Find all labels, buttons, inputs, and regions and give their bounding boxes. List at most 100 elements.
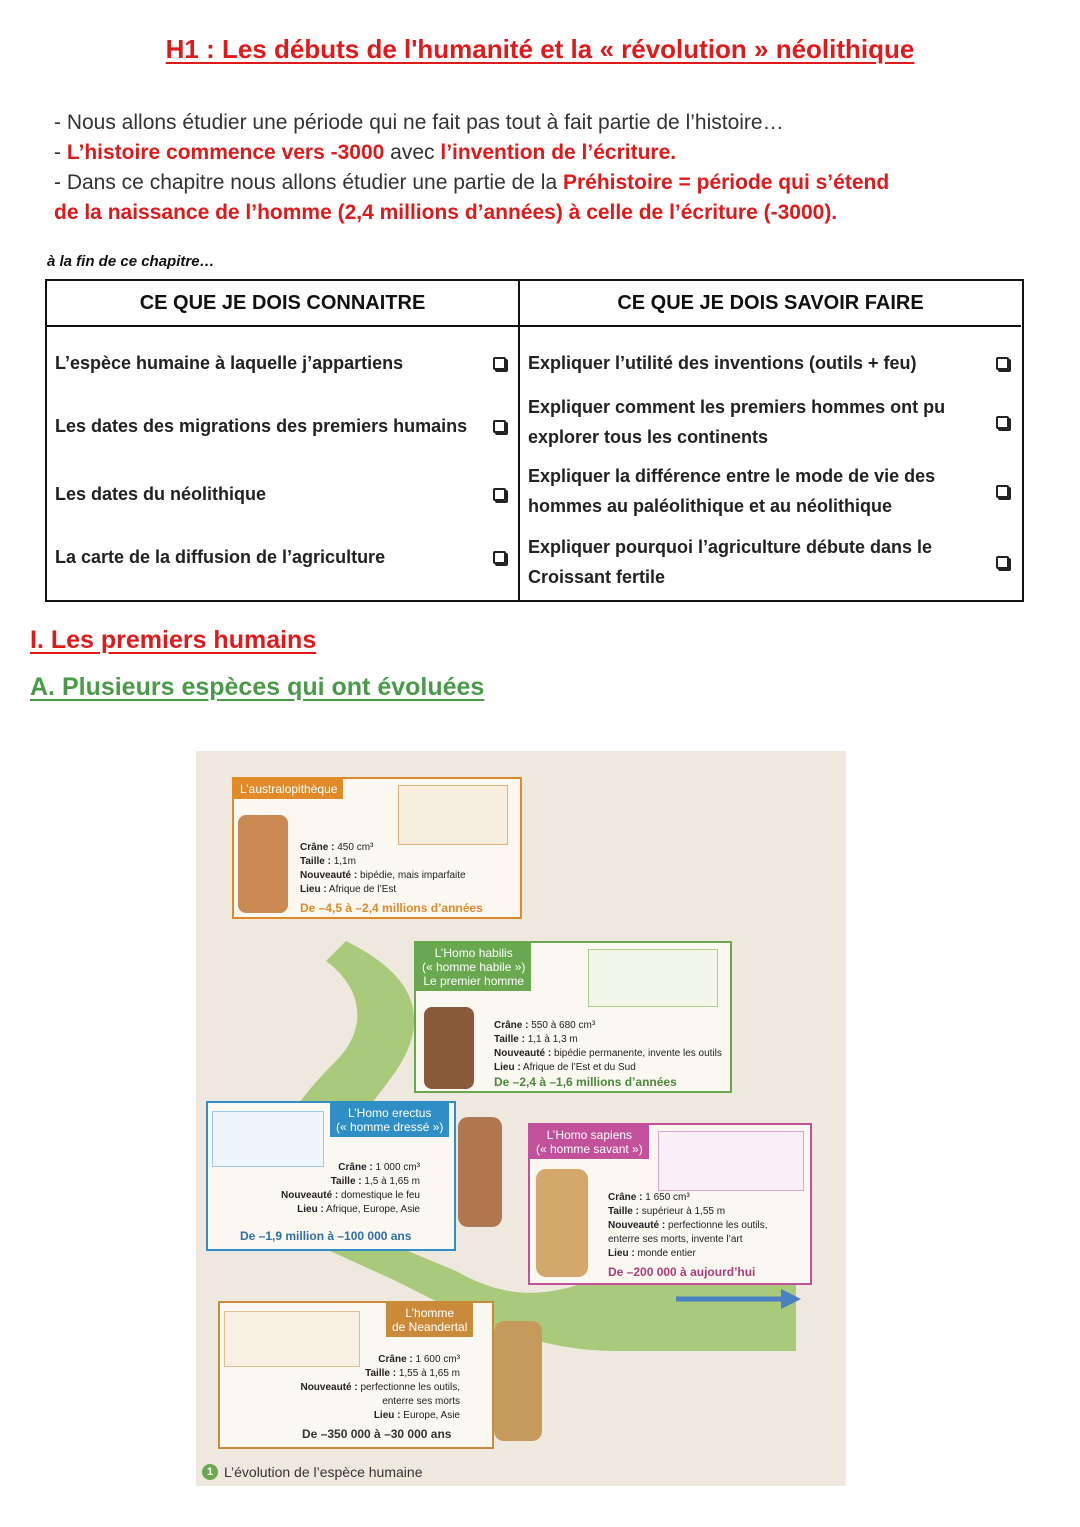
intro-line-3-prefix: - Dans ce chapitre nous allons étudier u… [54, 171, 563, 194]
nouveaute-value: bipédie, mais imparfaite [360, 870, 466, 881]
checkbox[interactable] [493, 487, 506, 501]
info-label: Taille : [365, 1368, 397, 1379]
skull-silhouette-icon [398, 785, 508, 845]
taille-value: 1,55 à 1,65 m [398, 1368, 460, 1379]
intro-line-2: - L’histoire commence vers -3000 avec l’… [54, 138, 1014, 168]
info-label: Taille : [300, 856, 331, 867]
species-date: De –350 000 à –30 000 ans [302, 1427, 452, 1441]
checkbox[interactable] [493, 550, 506, 564]
nouveaute-value: perfectionne les outils, [360, 1382, 460, 1393]
species-name-line: (« homme habile ») [422, 960, 526, 974]
species-date: De –2,4 à –1,6 millions d’années [494, 1075, 677, 1089]
caption-number: 1 [202, 1464, 218, 1480]
knowledge-item-label: La carte de la diffusion de l’agricultur… [55, 547, 386, 567]
intro-line-4: de la naissance de l’homme (2,4 millions… [54, 201, 838, 224]
info-label: Lieu : [297, 1204, 324, 1215]
knowledge-header: CE QUE JE DOIS CONNAITRE [47, 281, 518, 327]
info-label: Crâne : [300, 842, 335, 853]
checkbox[interactable] [996, 415, 1009, 429]
skill-item: Expliquer l’utilité des inventions (outi… [528, 348, 1013, 378]
checkbox[interactable] [493, 356, 506, 370]
australopithecus-card: L’australopithèque Crâne : 450 cm³ Taill… [232, 777, 522, 919]
knowledge-item: L’espèce humaine à laquelle j’appartiens [55, 348, 510, 378]
info-label: Nouveauté : [608, 1220, 666, 1231]
checkbox[interactable] [996, 356, 1009, 370]
checkbox[interactable] [996, 555, 1009, 569]
info-label: Nouveauté : [494, 1048, 552, 1059]
info-label: Lieu : [608, 1248, 635, 1259]
species-info: Crâne : 1 000 cm³ Taille : 1,5 à 1,65 m … [270, 1161, 420, 1217]
skull-silhouette-icon [658, 1131, 804, 1191]
skill-item-label: Expliquer comment les premiers hommes on… [528, 397, 946, 447]
knowledge-item: Les dates des migrations des premiers hu… [55, 411, 510, 441]
taille-value: supérieur à 1,55 m [641, 1206, 726, 1217]
intro-line-3: - Dans ce chapitre nous allons étudier u… [54, 168, 1014, 198]
knowledge-column: CE QUE JE DOIS CONNAITRE L’espèce humain… [47, 281, 520, 600]
taille-value: 1,5 à 1,65 m [364, 1176, 420, 1187]
species-name-line: (« homme savant ») [536, 1142, 643, 1156]
intro-line-2-mid: avec [384, 141, 441, 164]
homo-habilis-figure-icon [424, 1007, 474, 1089]
section-title: I. Les premiers humains [30, 626, 317, 654]
knowledge-item-label: L’espèce humaine à laquelle j’appartiens [55, 353, 404, 373]
species-name: L’Homo erectus (« homme dressé ») [330, 1103, 450, 1137]
lieu-value: Afrique de l’Est [328, 884, 397, 895]
nouveaute-value-continued: enterre ses morts [382, 1396, 460, 1407]
info-label: Taille : [608, 1206, 639, 1217]
species-name-line: L’Homo habilis [434, 946, 513, 960]
species-name-line: de Neandertal [392, 1320, 468, 1334]
skill-item: Expliquer la différence entre le mode de… [528, 461, 1013, 521]
species-name-line: L’homme [405, 1306, 455, 1320]
homo-sapiens-card: L’Homo sapiens (« homme savant ») Crâne … [528, 1123, 812, 1285]
checkbox[interactable] [996, 484, 1009, 498]
info-label: Crâne : [338, 1162, 373, 1173]
info-label: Crâne : [494, 1020, 529, 1031]
nouveaute-value: domestique le feu [341, 1190, 420, 1201]
skill-item-label: Expliquer pourquoi l’agriculture débute … [528, 537, 933, 587]
homo-erectus-figure-icon [458, 1117, 502, 1227]
skill-item: Expliquer pourquoi l’agriculture débute … [528, 532, 1013, 592]
skill-item-label: Expliquer l’utilité des inventions (outi… [528, 353, 917, 373]
crane-value: 1 000 cm³ [375, 1162, 420, 1173]
knowledge-item-label: Les dates des migrations des premiers hu… [55, 416, 468, 436]
species-name-line: L’Homo erectus [348, 1106, 432, 1120]
species-name-line: L’Homo sapiens [546, 1128, 633, 1142]
info-label: Crâne : [378, 1354, 413, 1365]
skull-silhouette-icon [588, 949, 718, 1007]
skills-header: CE QUE JE DOIS SAVOIR FAIRE [520, 281, 1021, 327]
species-name: L’australopithèque [234, 779, 344, 799]
intro-line-2-prefix: - [54, 141, 67, 164]
intro-line-2-red-1: L’histoire commence vers -3000 [66, 141, 385, 164]
crane-value: 450 cm³ [337, 842, 374, 853]
intro-line-3-red: Préhistoire = période qui s’étend [562, 171, 890, 194]
crane-value: 550 à 680 cm³ [531, 1020, 596, 1031]
species-date: De –1,9 million à –100 000 ans [240, 1229, 412, 1243]
species-date: De –200 000 à aujourd’hui [608, 1265, 756, 1279]
homo-erectus-card: L’Homo erectus (« homme dressé ») Crâne … [206, 1101, 456, 1251]
end-of-chapter-label: à la fin de ce chapitre… [47, 253, 215, 270]
subsection-title: A. Plusieurs espèces qui ont évoluées [30, 673, 485, 701]
homo-sapiens-figure-icon [536, 1169, 588, 1277]
nouveaute-value: bipédie permanente, invente les outils [554, 1048, 722, 1059]
species-name: L’Homo habilis (« homme habile ») Le pre… [416, 943, 532, 991]
skill-item: Expliquer comment les premiers hommes on… [528, 392, 1013, 452]
species-info: Crâne : 1 650 cm³ Taille : supérieur à 1… [608, 1191, 768, 1261]
taille-value: 1,1 à 1,3 m [527, 1034, 578, 1045]
species-name: L’homme de Neandertal [386, 1303, 474, 1337]
lieu-value: Afrique de l’Est et du Sud [522, 1062, 636, 1073]
knowledge-item: La carte de la diffusion de l’agricultur… [55, 542, 510, 572]
neandertal-card: L’homme de Neandertal Crâne : 1 600 cm³ … [218, 1301, 494, 1449]
knowledge-item-label: Les dates du néolithique [55, 484, 267, 504]
checkbox[interactable] [493, 419, 506, 433]
taille-value: 1,1m [333, 856, 356, 867]
info-label: Nouveauté : [300, 870, 358, 881]
intro-line-2-red-2: l’invention de l’écriture. [440, 141, 677, 164]
species-name-line: (« homme dressé ») [336, 1120, 444, 1134]
skull-silhouette-icon [212, 1111, 324, 1167]
lieu-value: Europe, Asie [403, 1410, 460, 1421]
neandertal-figure-icon [494, 1321, 542, 1441]
knowledge-item: Les dates du néolithique [55, 479, 510, 509]
species-date: De –4,5 à –2,4 millions d’années [300, 901, 483, 915]
document-title: H1 : Les débuts de l'humanité et la « ré… [165, 34, 915, 64]
info-label: Taille : [330, 1176, 362, 1187]
